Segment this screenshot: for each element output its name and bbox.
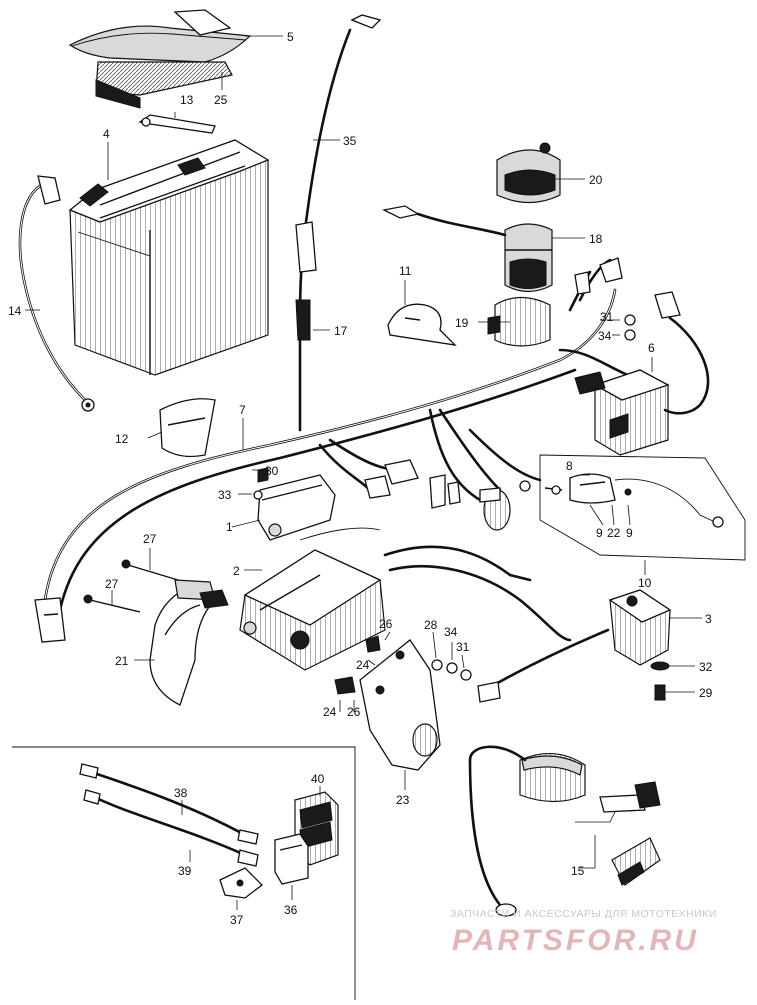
harness-connectors (364, 257, 623, 531)
inset-frame (12, 746, 356, 1000)
callout-26b: 26 (347, 705, 361, 719)
callout-9a: 9 (596, 526, 603, 540)
ignition-switch-15 (468, 745, 661, 917)
battery-cable (18, 175, 95, 412)
callout-14: 14 (8, 304, 22, 318)
callout-38: 38 (174, 786, 188, 800)
nuts-28-31-34 (431, 659, 472, 681)
ignition-coil-2 (239, 527, 572, 671)
switch-1 (253, 467, 336, 541)
cable-38-39 (79, 763, 259, 867)
rectifier-cover (496, 142, 561, 204)
callout-6: 6 (648, 341, 655, 355)
callout-27a: 27 (143, 532, 157, 546)
callout-31b: 31 (456, 640, 470, 654)
callout-37: 37 (230, 913, 244, 927)
callout-34b: 34 (444, 625, 458, 639)
callout-9b: 9 (626, 526, 633, 540)
callout-15: 15 (571, 864, 585, 878)
callout-33: 33 (218, 488, 232, 502)
callout-24a: 24 (356, 658, 370, 672)
relay-36 (274, 833, 309, 885)
callout-17: 17 (334, 324, 348, 338)
callout-3: 3 (705, 612, 712, 626)
callout-labels: 5 25 13 4 14 35 17 20 18 19 11 31 34 6 1… (8, 30, 713, 927)
band-11 (387, 303, 457, 346)
callout-39: 39 (178, 864, 192, 878)
callout-8: 8 (566, 459, 573, 473)
callout-26a: 26 (379, 617, 393, 631)
bolt-27a (121, 559, 179, 581)
callout-21: 21 (115, 654, 129, 668)
callout-34a: 34 (598, 329, 612, 343)
callout-1: 1 (226, 520, 233, 534)
callout-40: 40 (311, 772, 325, 786)
watermark: ЗАПЧАСТИ И АКСЕССУАРЫ ДЛЯ МОТОТЕХНИКИ PA… (450, 908, 717, 957)
callout-5: 5 (287, 30, 294, 44)
callout-22: 22 (607, 526, 621, 540)
bolt-27b (83, 594, 141, 613)
battery-strap (138, 114, 216, 134)
callout-20: 20 (589, 173, 603, 187)
battery (68, 139, 270, 376)
callout-7: 7 (239, 403, 246, 417)
callout-27b: 27 (105, 577, 119, 591)
bracket-37 (219, 867, 263, 899)
callout-35: 35 (343, 134, 357, 148)
callout-2: 2 (233, 564, 240, 578)
watermark-tagline: ЗАПЧАСТИ И АКСЕССУАРЫ ДЛЯ МОТОТЕХНИКИ (450, 908, 717, 920)
callout-24b: 24 (323, 705, 337, 719)
callout-12: 12 (115, 432, 129, 446)
callout-23: 23 (396, 793, 410, 807)
callout-13: 13 (180, 93, 194, 107)
callout-29: 29 (699, 686, 713, 700)
battery-tray-cushion (95, 61, 233, 109)
band-12 (159, 398, 216, 458)
watermark-logo: PARTSFOR.RU (452, 924, 699, 957)
callout-32: 32 (699, 660, 713, 674)
regulator-18 (381, 205, 553, 293)
horn-21 (149, 579, 229, 706)
bracket-23 (334, 635, 441, 771)
callout-4: 4 (103, 127, 110, 141)
callout-25: 25 (214, 93, 228, 107)
leader-lines (25, 35, 702, 910)
regulator-3 (477, 589, 672, 703)
callout-19: 19 (455, 316, 469, 330)
callout-31a: 31 (600, 310, 614, 324)
callout-30: 30 (265, 464, 279, 478)
rubber-mount-19 (487, 296, 551, 347)
callout-18: 18 (589, 232, 603, 246)
battery-cover (68, 9, 252, 63)
callout-11: 11 (399, 264, 412, 278)
ground-cable (295, 14, 382, 432)
callout-10: 10 (638, 576, 652, 590)
detail-box-10 (539, 454, 746, 561)
callout-36: 36 (284, 903, 298, 917)
callout-28: 28 (424, 618, 438, 632)
relay-6 (574, 291, 710, 456)
